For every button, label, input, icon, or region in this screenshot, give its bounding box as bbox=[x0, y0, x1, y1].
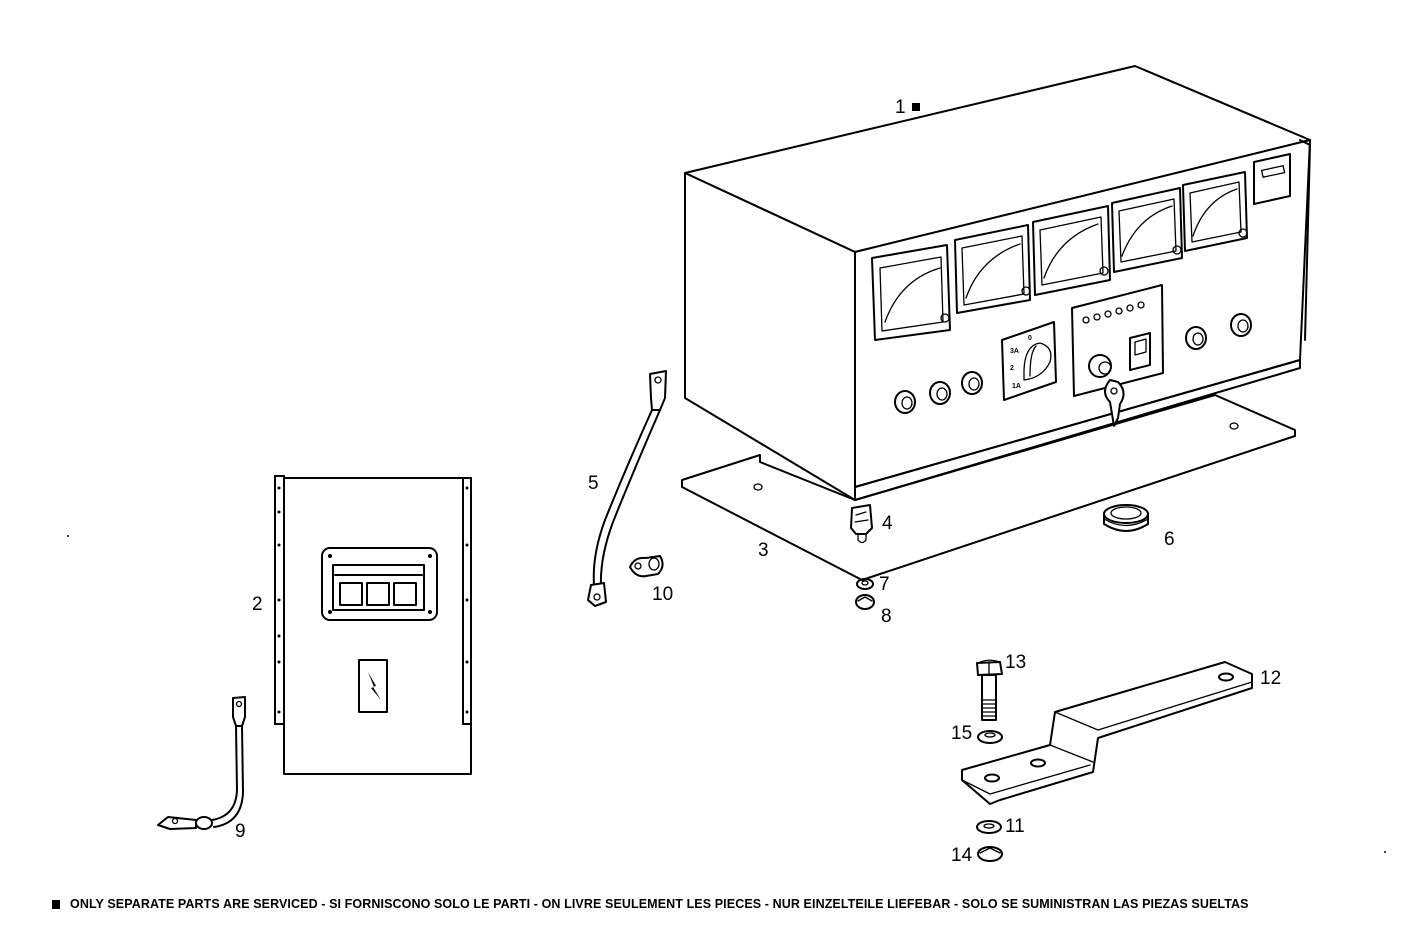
callout-15: 15 bbox=[951, 723, 972, 744]
nut-8 bbox=[855, 594, 875, 610]
breaker-pole bbox=[366, 582, 390, 606]
callout-5: 5 bbox=[588, 473, 599, 494]
callout-2: 2 bbox=[252, 594, 263, 615]
rocker-switch bbox=[1129, 332, 1151, 371]
panel-knobs bbox=[894, 313, 1252, 414]
footer-note: ONLY SEPARATE PARTS ARE SERVICED - SI FO… bbox=[52, 897, 1249, 911]
nut-14 bbox=[977, 846, 1003, 862]
callout-7: 7 bbox=[879, 574, 890, 595]
callout-12: 12 bbox=[1260, 668, 1281, 689]
hex-bolt bbox=[976, 659, 1003, 721]
indicator-light bbox=[1104, 310, 1112, 318]
footer-note-text: ONLY SEPARATE PARTS ARE SERVICED - SI FO… bbox=[70, 897, 1249, 911]
anti-vibration-mount bbox=[850, 504, 873, 544]
washer-15 bbox=[977, 730, 1003, 744]
callout-14: 14 bbox=[951, 845, 973, 866]
knob bbox=[894, 390, 916, 414]
mounting-bracket bbox=[961, 661, 1253, 805]
gauge-1 bbox=[871, 244, 951, 341]
selector-label-2: 2 bbox=[1010, 365, 1014, 372]
washer-11 bbox=[976, 820, 1002, 834]
panel-screws bbox=[277, 486, 469, 714]
ground-cable-long bbox=[587, 370, 667, 607]
gauge-4 bbox=[1111, 187, 1183, 273]
key-switch-panel bbox=[1071, 284, 1164, 427]
selector-label-0: 0 bbox=[1028, 335, 1032, 342]
indicator-light bbox=[1126, 304, 1134, 312]
speck bbox=[1384, 851, 1386, 853]
high-voltage-label bbox=[358, 659, 388, 713]
serviced-separately-marker-icon bbox=[912, 103, 920, 111]
ignition-key bbox=[1104, 379, 1125, 427]
selector-label-1a: 1A bbox=[1012, 383, 1021, 390]
indicator-light bbox=[1082, 316, 1090, 324]
hour-counter bbox=[1253, 153, 1291, 205]
indicator-light bbox=[1137, 301, 1145, 309]
speck bbox=[67, 535, 69, 537]
knob bbox=[1185, 326, 1207, 350]
lightning-bolt-icon bbox=[368, 672, 381, 700]
gauge-5 bbox=[1182, 171, 1248, 252]
cable-clamp bbox=[629, 555, 664, 578]
callout-labels: 1 2 3 4 5 6 7 8 9 10 11 12 13 14 15 bbox=[235, 97, 1281, 866]
callout-9: 9 bbox=[235, 821, 246, 842]
base-plate-hole bbox=[1229, 422, 1239, 430]
selector-label-3a: 3A bbox=[1010, 348, 1019, 355]
indicator-light bbox=[1115, 307, 1123, 315]
bracket-hole bbox=[1030, 758, 1046, 768]
knob bbox=[1230, 313, 1252, 337]
ground-cable-short bbox=[157, 696, 246, 830]
callout-11: 11 bbox=[1005, 816, 1025, 837]
selector-switch: 0 3A 2 1A bbox=[1001, 321, 1057, 401]
serviced-separately-marker-icon bbox=[52, 900, 60, 909]
knob bbox=[929, 381, 951, 405]
callout-1: 1 bbox=[895, 97, 906, 118]
bracket-hole bbox=[984, 773, 1000, 783]
washer-7 bbox=[856, 578, 874, 590]
gauge-3 bbox=[1032, 205, 1111, 296]
indicator-light bbox=[1093, 313, 1101, 321]
callout-10: 10 bbox=[652, 584, 673, 605]
circuit-breaker-panel bbox=[274, 475, 472, 775]
breaker-pole bbox=[339, 582, 363, 606]
base-plate-hole bbox=[753, 483, 763, 491]
breaker-pole bbox=[393, 582, 417, 606]
callout-8: 8 bbox=[881, 606, 892, 627]
callout-6: 6 bbox=[1164, 529, 1175, 550]
callout-3: 3 bbox=[758, 540, 769, 561]
bracket-hole bbox=[1218, 672, 1234, 682]
callout-4: 4 bbox=[882, 513, 893, 534]
knob bbox=[961, 371, 983, 395]
gauge-2 bbox=[954, 224, 1031, 314]
control-panel-box: 0 3A 2 1A bbox=[684, 65, 1311, 501]
cable-grommet bbox=[1103, 504, 1149, 532]
callout-13: 13 bbox=[1005, 652, 1026, 673]
